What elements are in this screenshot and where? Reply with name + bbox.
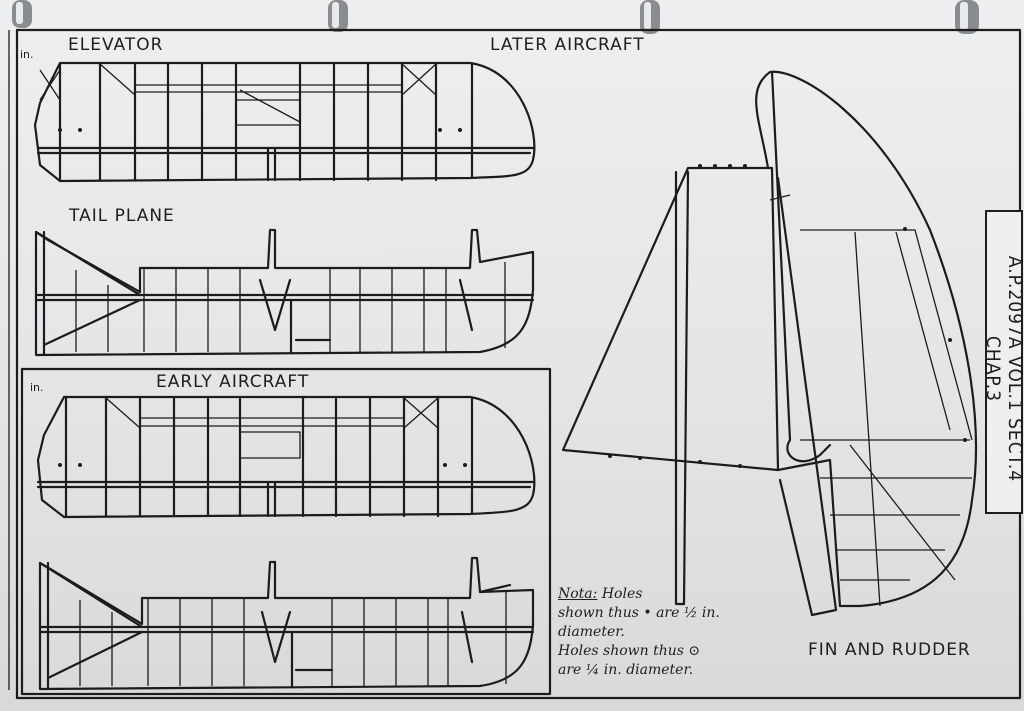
document-reference: A.P.2097A VOL.1 SECT.4 CHAP.3 xyxy=(985,255,1023,483)
binder-rings xyxy=(12,0,979,34)
note-line-3: diameter. xyxy=(558,624,625,640)
note-line-1: Holes xyxy=(601,586,643,602)
label-later-aircraft: LATER AIRCRAFT xyxy=(490,35,645,55)
early-aircraft-frame xyxy=(20,367,552,696)
rivet-rows xyxy=(58,128,967,468)
elevator-early xyxy=(36,395,536,519)
document-reference-box: A.P.2097A VOL.1 SECT.4 CHAP.3 xyxy=(985,210,1023,514)
label-tail-plane: TAIL PLANE xyxy=(69,206,175,226)
ring-3 xyxy=(640,0,660,34)
ring-1 xyxy=(12,0,32,28)
label-early-aircraft: EARLY AIRCRAFT xyxy=(156,372,310,392)
label-fin-and-rudder: FIN AND RUDDER xyxy=(808,640,971,660)
note-line-5: are ¼ in. diameter. xyxy=(558,662,694,678)
note-line-2: shown thus • are ½ in. xyxy=(558,605,720,621)
fin-and-rudder xyxy=(561,70,978,617)
tailplane-early xyxy=(38,556,535,691)
scale-mark-early: in. xyxy=(30,381,44,394)
elevator-later xyxy=(33,61,536,183)
holes-note: Nota: Holes shown thus • are ½ in. diame… xyxy=(558,585,720,680)
note-line-4: Holes shown thus ⊙ xyxy=(558,643,701,659)
note-heading: Nota: xyxy=(558,586,598,602)
tailplane-later xyxy=(34,228,535,357)
ring-4 xyxy=(955,0,979,34)
ring-2 xyxy=(328,0,348,32)
scale-mark-top: in. xyxy=(20,48,34,61)
label-elevator: ELEVATOR xyxy=(68,35,164,55)
